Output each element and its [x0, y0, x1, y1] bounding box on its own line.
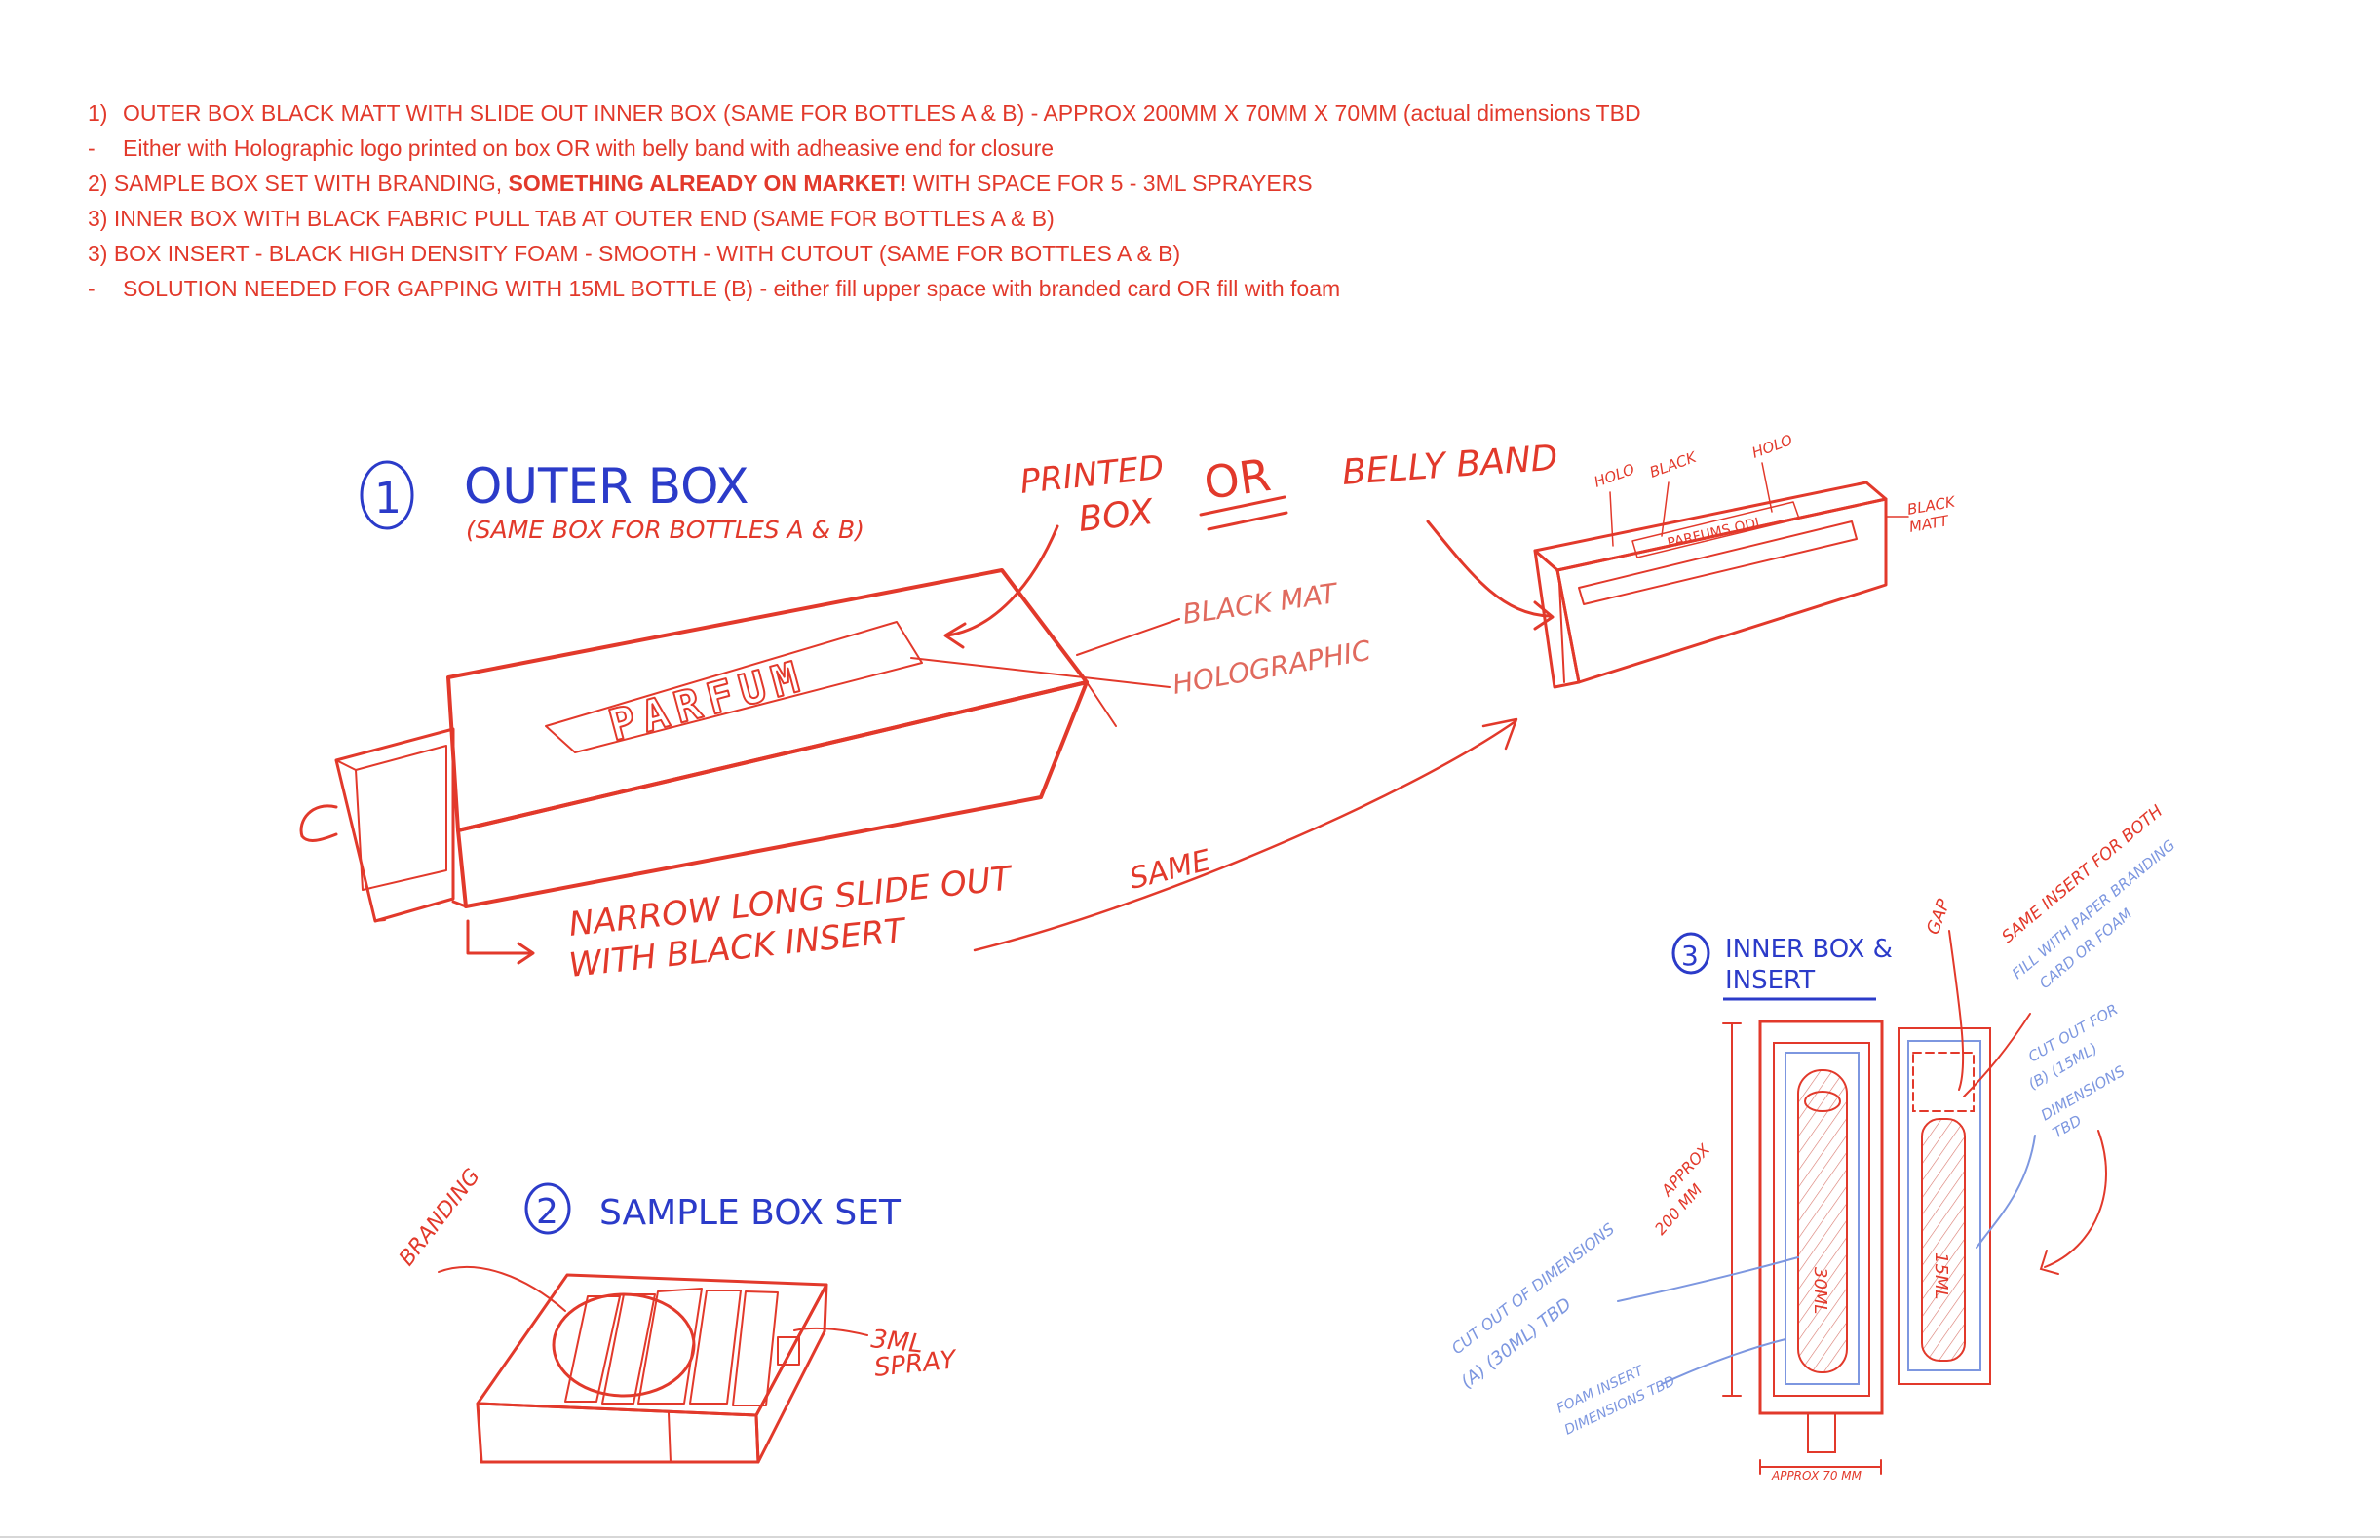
label-belly-band: BELLY BAND	[1341, 439, 1559, 493]
vial-slot	[690, 1290, 741, 1404]
inner-box-edge	[375, 920, 385, 921]
heading-number: 1	[374, 474, 402, 523]
pull-tab	[301, 806, 336, 841]
label-box: BOX	[1077, 492, 1157, 540]
leader-cutout-b	[1977, 1136, 2035, 1248]
leader-line-tick	[1087, 682, 1116, 726]
leader-line-black-mat	[1077, 619, 1179, 655]
label-or: OR	[1201, 448, 1274, 510]
inner-box-front	[336, 729, 453, 921]
branding-oval	[554, 1294, 694, 1396]
label-holo-right: HOLO	[1749, 431, 1795, 462]
heading-title: INSERT	[1725, 966, 1815, 995]
heading-title: INNER BOX &	[1725, 935, 1893, 964]
label-holographic: HOLOGRAPHIC	[1170, 635, 1373, 701]
insert-a-drawing	[1723, 1021, 1882, 1474]
pull-tab	[1808, 1413, 1835, 1452]
label-branding: BRANDING	[395, 1165, 485, 1271]
leader-foam-insert	[1662, 1339, 1785, 1384]
heading-number: 2	[536, 1192, 558, 1232]
inner-box-heading: 3 INNER BOX & INSERT	[1673, 934, 1893, 999]
label-30ml: 30ML	[1810, 1267, 1830, 1314]
label-black: BLACK	[1647, 448, 1700, 481]
heading-number: 3	[1681, 940, 1699, 972]
box-lid-edge	[669, 1413, 671, 1462]
leader-black	[1662, 482, 1669, 536]
leader-holo	[1610, 492, 1613, 546]
band-box-end	[1535, 551, 1579, 687]
label-15ml: 15ML	[1931, 1252, 1951, 1299]
bottom-divider	[0, 1536, 2380, 1538]
or-underline	[1209, 513, 1286, 529]
heading-subtitle: (SAME BOX FOR BOTTLES A & B)	[466, 516, 864, 544]
sample-box-side	[756, 1285, 826, 1462]
leader-gap	[1949, 931, 1963, 1090]
gap-filler	[1913, 1053, 1974, 1111]
heading-title: OUTER BOX	[464, 458, 749, 515]
bottle-30ml-cutout	[1798, 1070, 1847, 1372]
arrow-to-b	[2045, 1131, 2106, 1267]
leader-cutout-a	[1618, 1257, 1798, 1301]
outer-box-heading: 1 OUTER BOX (SAME BOX FOR BOTTLES A & B)	[362, 458, 864, 544]
leader-line-holographic	[911, 658, 1170, 687]
belly-band-drawing	[1428, 463, 1908, 687]
bottle-15ml-cutout	[1922, 1119, 1965, 1361]
vial-slot	[565, 1296, 620, 1402]
sample-box-front	[478, 1404, 758, 1462]
arrow-belly-band	[1428, 521, 1550, 616]
label-holo-left: HOLO	[1592, 460, 1637, 491]
sample-box-heading: 2 SAMPLE BOX SET	[526, 1184, 902, 1233]
leader-spray	[794, 1328, 867, 1335]
heading-title: SAMPLE BOX SET	[599, 1193, 902, 1233]
arrow-slide-out	[468, 921, 531, 953]
sample-box-drawing	[439, 1267, 867, 1462]
sample-box-top	[478, 1275, 826, 1415]
label-black-mat: BLACK MAT	[1180, 577, 1340, 631]
belly-band-labels: HOLO BLACK HOLO PARFUMS ODI BLACK MATT	[1592, 431, 1957, 552]
inner-box-recess	[356, 746, 446, 890]
logo-text: PARFUM	[604, 651, 812, 751]
label-width: APPROX 70 MM	[1771, 1469, 1862, 1482]
